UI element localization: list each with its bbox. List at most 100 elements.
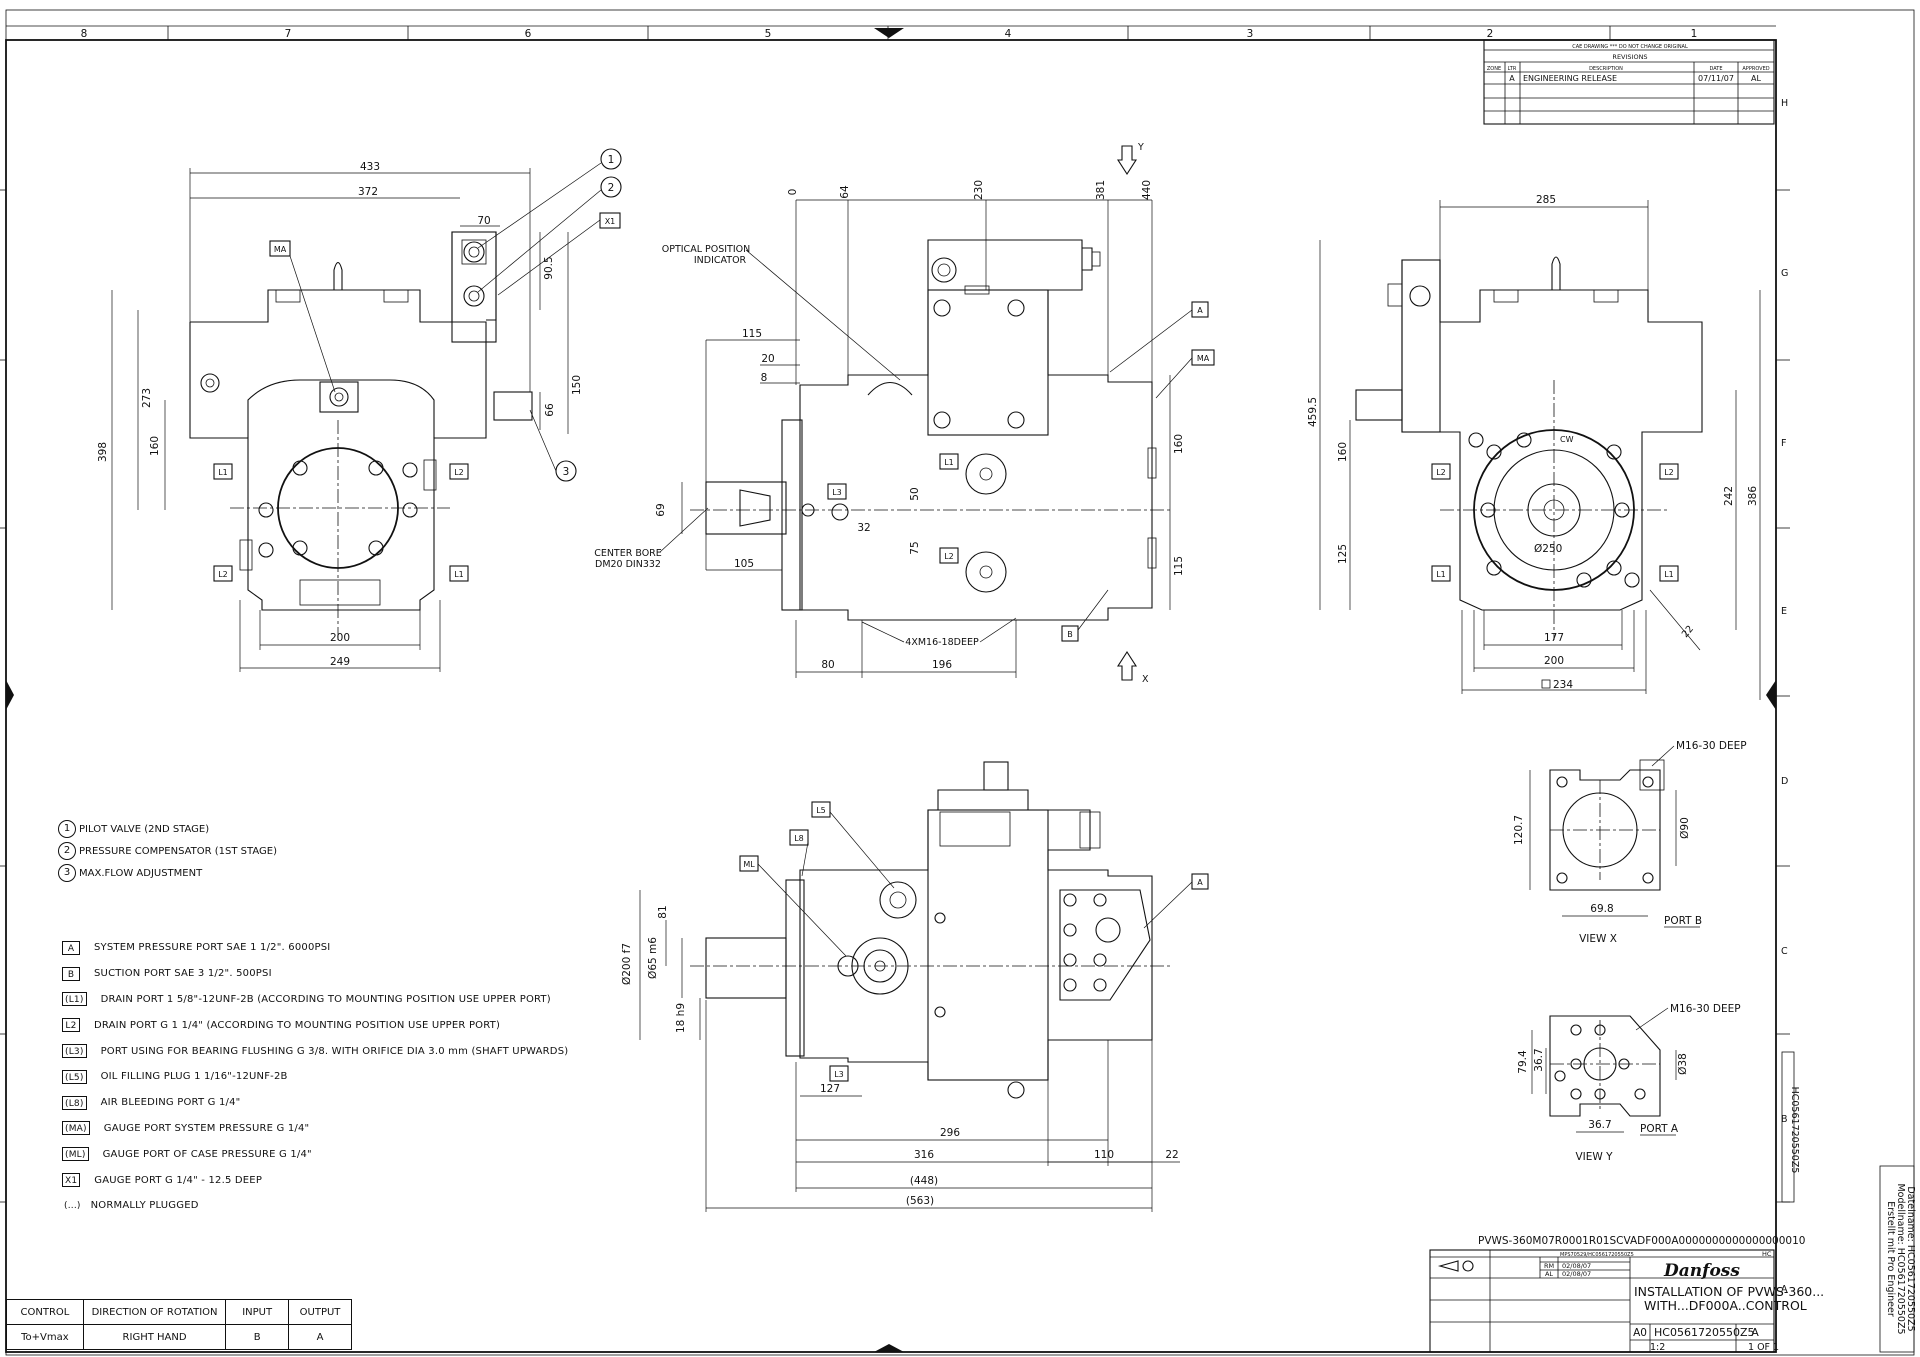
title-block-checked-date: 02/08/07 xyxy=(1562,1270,1591,1278)
side-dwg-number: HC0561720550Z5 xyxy=(1789,1087,1800,1174)
dim-150: 150 xyxy=(571,375,583,395)
dim-160-right: 160 xyxy=(1173,434,1185,454)
tag-ma: MA xyxy=(274,245,287,254)
brand-logo: Danfoss xyxy=(1663,1261,1740,1281)
legend-item: (L8)AIR BLEEDING PORT G 1/4" xyxy=(62,1090,568,1116)
dim-diameter-200-f7: Ø200 f7 xyxy=(621,943,633,985)
revision-title: REVISIONS xyxy=(1612,53,1647,61)
dim-32: 32 xyxy=(857,522,870,534)
dim-242: 242 xyxy=(1723,486,1735,506)
tag-l1-left: L1 xyxy=(218,468,228,477)
legend-text: SYSTEM PRESSURE PORT SAE 1 1/2". 6000PSI xyxy=(94,942,331,954)
grid-row-e: E xyxy=(1781,606,1787,617)
tag-ma-side: MA xyxy=(1197,354,1210,363)
tag-l2-rear-right: L2 xyxy=(1664,468,1674,477)
legend-key: L2 xyxy=(62,1018,80,1033)
grid-row-c: C xyxy=(1781,946,1788,957)
dim-459-5: 459.5 xyxy=(1307,397,1319,427)
grid-row-h: H xyxy=(1781,98,1788,109)
dim-196: 196 xyxy=(932,659,952,671)
dim-115-right: 115 xyxy=(1173,556,1185,576)
view-x: 120.7 Ø90 69.8 M16-30 DEEP PORT B VIEW X xyxy=(1513,740,1747,945)
dim-127: 127 xyxy=(820,1083,840,1095)
revision-header-zone: ZONE xyxy=(1487,66,1501,72)
grid-row-g: G xyxy=(1781,268,1788,279)
legend-key: (L5) xyxy=(62,1069,87,1084)
view-y-dim-36-7-horizontal: 36.7 xyxy=(1588,1119,1611,1131)
dim-20: 20 xyxy=(761,353,774,365)
legend-text: GAUGE PORT SYSTEM PRESSURE G 1/4" xyxy=(103,1122,310,1134)
dim-diameter-65-m6: Ø65 m6 xyxy=(647,937,659,979)
view-y-caption: VIEW Y xyxy=(1575,1151,1613,1163)
dim-200: 200 xyxy=(330,632,350,644)
grid-col-5: 5 xyxy=(765,28,772,40)
tag-l2-right: L2 xyxy=(454,468,464,477)
view-x-dim-120-7: 120.7 xyxy=(1513,815,1525,845)
legend-key: X1 xyxy=(62,1173,81,1188)
grid-col-2: 2 xyxy=(1487,28,1494,40)
dim-177: 177 xyxy=(1544,632,1564,644)
grid-col-6: 6 xyxy=(525,28,532,40)
dim-105: 105 xyxy=(734,558,754,570)
tag-ml: ML xyxy=(743,860,755,869)
dim-249: 249 xyxy=(330,656,350,668)
note-text: PRESSURE COMPENSATOR (1ST STAGE) xyxy=(79,845,277,857)
view-y-dim-36-7-vertical: 36.7 xyxy=(1533,1048,1545,1071)
legend-key: A xyxy=(62,940,80,955)
axis-y-label: Y xyxy=(1137,142,1144,153)
legend-item: A SYSTEM PRESSURE PORT SAE 1 1/2". 6000PS… xyxy=(62,935,568,961)
revision-header-date: DATE xyxy=(1709,66,1722,72)
rotation-cw: CW xyxy=(1560,435,1574,444)
revision-row-approved: AL xyxy=(1751,74,1761,83)
tag-l8: L8 xyxy=(794,834,804,843)
dim-160: 160 xyxy=(149,436,161,456)
title-block: MPS70529/HC0561720550Z5 HC RM 02/08/07 A… xyxy=(1429,1249,1824,1353)
dim-8: 8 xyxy=(761,372,768,384)
revision-header-approved: APPROVED xyxy=(1742,66,1769,72)
title-block-corner: HC xyxy=(1762,1250,1772,1258)
dim-64: 64 xyxy=(839,185,851,199)
view-x-port: PORT B xyxy=(1664,915,1702,927)
tag-l2-side: L2 xyxy=(944,552,954,561)
dim-372: 372 xyxy=(358,186,378,198)
tag-a-side: A xyxy=(1197,306,1203,315)
view-y-port: PORT A xyxy=(1640,1123,1679,1135)
legend-item: (MA)GAUGE PORT SYSTEM PRESSURE G 1/4" xyxy=(62,1116,568,1142)
side-view: 0 64 230 381 440 115 20 8 69 105 32 50 7… xyxy=(594,142,1215,685)
dim-285: 285 xyxy=(1536,194,1556,206)
control-table-header: CONTROL DIRECTION OF ROTATION INPUT OUTP… xyxy=(6,1299,352,1325)
legend-key: (L1) xyxy=(62,992,87,1007)
note-optical-position: OPTICAL POSITION xyxy=(662,244,750,255)
legend-text: NORMALLY PLUGGED xyxy=(90,1200,199,1212)
view-y-note: M16-30 DEEP xyxy=(1670,1003,1741,1015)
dim-80: 80 xyxy=(821,659,834,671)
view-y: 79.4 36.7 Ø38 36.7 M16-30 DEEP PORT A VI… xyxy=(1517,1003,1741,1163)
view-x-dim-diameter-90: Ø90 xyxy=(1679,817,1691,839)
grid-col-1: 1 xyxy=(1691,28,1698,40)
note-text: MAX.FLOW ADJUSTMENT xyxy=(79,867,203,879)
dim-70: 70 xyxy=(477,215,490,227)
legend-item: (L3)PORT USING FOR BEARING FLUSHING G 3/… xyxy=(62,1038,568,1064)
control-header: CONTROL xyxy=(6,1299,84,1325)
tag-l1-rear-left: L1 xyxy=(1436,570,1446,579)
dim-381: 381 xyxy=(1095,180,1107,200)
grid-row-b: B xyxy=(1781,1114,1788,1125)
title-block-drawn-initials: RM xyxy=(1544,1262,1554,1270)
legend-key: B xyxy=(62,966,80,981)
balloon-2: 2 xyxy=(608,182,615,194)
dim-75: 75 xyxy=(909,541,921,554)
axis-x-label: X xyxy=(1142,674,1149,685)
dim-115-top: 115 xyxy=(742,328,762,340)
sheet-count: 1 OF 1 xyxy=(1748,1342,1779,1353)
input-header: INPUT xyxy=(225,1299,290,1325)
tag-l1-right: L1 xyxy=(454,570,464,579)
note-center-bore: CENTER BORE xyxy=(594,548,662,559)
dim-386: 386 xyxy=(1747,486,1759,506)
dim-66: 66 xyxy=(544,403,556,417)
note-text: PILOT VALVE (2ND STAGE) xyxy=(79,823,210,835)
grid-col-3: 3 xyxy=(1247,28,1254,40)
note-item: 3 MAX.FLOW ADJUSTMENT xyxy=(58,862,277,884)
legend-key: (L8) xyxy=(62,1095,87,1110)
tag-l3-side: L3 xyxy=(832,488,842,497)
